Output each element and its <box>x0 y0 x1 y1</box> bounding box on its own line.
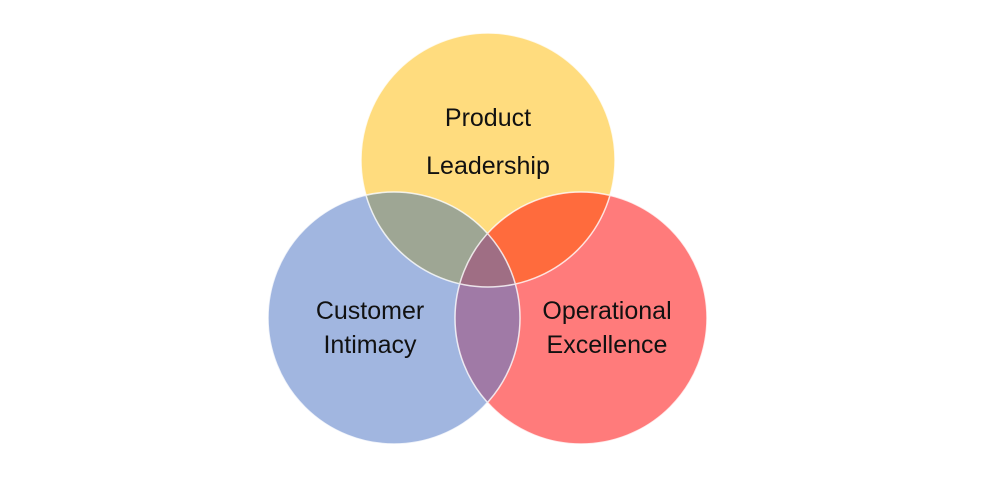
label-line: Operational <box>542 297 672 325</box>
label-line: Intimacy <box>323 331 417 359</box>
label-line: Excellence <box>546 331 668 359</box>
label-customer-intimacy: Customer Intimacy <box>290 294 450 362</box>
overlap-product-operational <box>455 192 615 287</box>
label-line: Customer <box>315 297 425 325</box>
label-operational-excellence: Operational Excellence <box>522 294 692 362</box>
overlap-product-customer <box>361 192 520 287</box>
label-product-leadership: Product Leadership <box>408 94 568 190</box>
label-line: Product <box>444 104 532 132</box>
label-line: Leadership <box>426 152 550 180</box>
